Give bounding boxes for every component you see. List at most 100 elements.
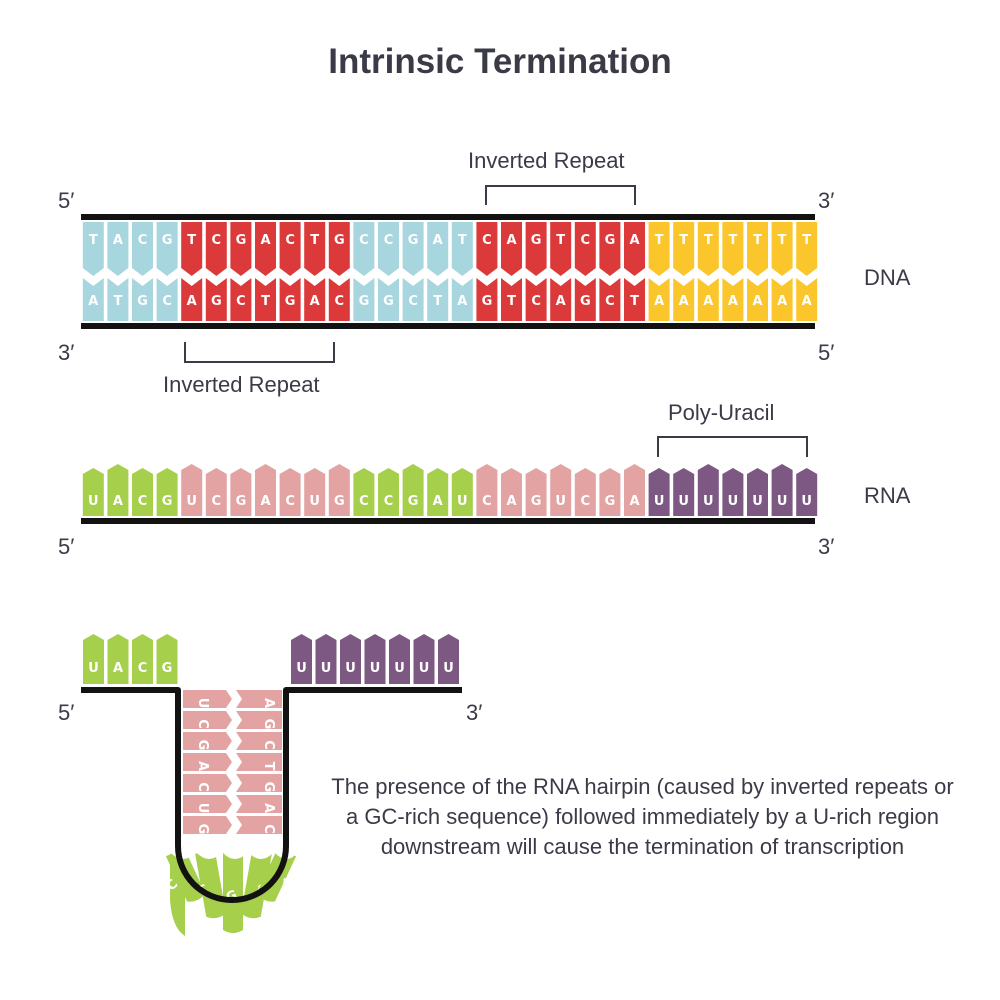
- stem-left-base-letter: U: [195, 698, 210, 709]
- dna-top-base: [230, 222, 252, 276]
- loop-base: [223, 852, 243, 933]
- rna-base: [427, 468, 449, 516]
- dna-bottom-base: [451, 278, 473, 321]
- hairpin-right-end: 3′: [466, 700, 483, 725]
- dna-bottom-base: [574, 278, 596, 321]
- dna-bottom-base: [599, 278, 621, 321]
- dna-bottom-base-letter: G: [211, 294, 222, 309]
- hairpin-right-base: [389, 634, 410, 684]
- dna-bottom-base-letter: G: [137, 294, 148, 309]
- dna-top-base-letter: T: [728, 233, 737, 248]
- rna-base: [230, 468, 252, 516]
- dna-bottom-base: [673, 278, 695, 321]
- rna-base: [304, 468, 326, 516]
- stem-left-base: [183, 690, 232, 708]
- dna-bottom-base-letter: G: [580, 294, 591, 309]
- brackets: [184, 185, 808, 457]
- rna-base: [574, 468, 596, 516]
- stem-right-base-letter: C: [261, 740, 276, 750]
- stem-right-base-letter: G: [261, 782, 276, 793]
- dna-bottom-right-end: 5′: [818, 340, 835, 365]
- rna-base: [328, 464, 350, 516]
- inverted-repeat-top-bracket: [485, 185, 636, 205]
- dna-top-base-letter: G: [408, 233, 419, 248]
- rna-base: [451, 468, 473, 516]
- dna-bottom-base: [476, 278, 498, 321]
- dna-top-base: [156, 222, 178, 276]
- stem-left-base: [183, 711, 232, 729]
- rna-label: RNA: [864, 483, 911, 508]
- rna-base-letter: A: [433, 494, 443, 509]
- rna-base-letter: U: [654, 494, 665, 509]
- dna-top-base-letter: A: [260, 233, 270, 248]
- rna-base-letter: G: [236, 494, 247, 509]
- hairpin-right-base: [438, 634, 459, 684]
- dna-top-base-letter: G: [236, 233, 247, 248]
- dna-bottom-base: [525, 278, 547, 321]
- dna-bottom-base-letter: A: [679, 294, 689, 309]
- inverted-repeat-top-label: Inverted Repeat: [468, 148, 625, 173]
- dna-top-base: [451, 222, 473, 276]
- stem-right-base-letter: C: [261, 824, 276, 834]
- dna-top-base-letter: T: [458, 233, 467, 248]
- dna-bottom-base-letter: G: [359, 294, 370, 309]
- dna-top-base-letter: C: [581, 233, 591, 248]
- dna-bottom-base: [82, 278, 104, 321]
- rna-base: [550, 464, 572, 516]
- rna-base-letter: C: [482, 494, 492, 509]
- dna-bottom-base: [107, 278, 129, 321]
- dna-top-base-letter: A: [506, 233, 516, 248]
- dna-top-base: [673, 222, 695, 276]
- dna-top-base: [353, 222, 375, 276]
- dna-top-base-letter: C: [138, 233, 148, 248]
- dna-bottom-base-letter: A: [777, 294, 787, 309]
- rna-base: [107, 464, 129, 516]
- rna-base: [132, 468, 153, 516]
- dna-top-base-letter: T: [753, 233, 762, 248]
- rna-base-letter: G: [162, 494, 173, 509]
- rna-base-letter: U: [678, 494, 689, 509]
- rna-base: [402, 464, 424, 516]
- hairpin-right-base-letter: U: [443, 661, 454, 676]
- rna-base-letter: C: [359, 494, 369, 509]
- stem-left-base-letter: A: [195, 761, 210, 771]
- stem-right-base: [236, 711, 282, 729]
- poly-uracil-bracket: [657, 436, 808, 457]
- dna-top-left-end: 5′: [58, 188, 75, 213]
- dna-bottom-base-letter: T: [630, 294, 639, 309]
- dna-top-base: [550, 222, 572, 276]
- dna-top-base: [476, 222, 498, 276]
- hairpin-right-base-letter: U: [321, 661, 332, 676]
- rna-base-letter: C: [384, 494, 394, 509]
- dna-top-base: [599, 222, 621, 276]
- dna-bottom-base-letter: A: [728, 294, 738, 309]
- dna-bottom-base: [205, 278, 227, 321]
- dna-bottom-base: [427, 278, 449, 321]
- hairpin-left-base-letter: U: [88, 661, 99, 676]
- dna-top-base: [378, 222, 399, 276]
- rna-base-letter: U: [186, 494, 197, 509]
- dna-bottom-base-letter: A: [703, 294, 713, 309]
- rna-base: [747, 468, 768, 516]
- rna-base: [771, 464, 793, 516]
- dna-bottom-base-letter: A: [556, 294, 566, 309]
- dna-top-base-letter: T: [89, 233, 98, 248]
- dna-top-base: [402, 222, 424, 276]
- dna-bottom-base: [550, 278, 572, 321]
- dna-top-base: [304, 222, 326, 276]
- rna-base-letter: A: [506, 494, 516, 509]
- dna-top-base-letter: A: [433, 233, 443, 248]
- loop-base: [241, 850, 272, 919]
- stem-left-base: [183, 774, 232, 792]
- rna-base: [599, 468, 621, 516]
- dna-bottom-base: [722, 278, 744, 321]
- rna-base-letter: G: [408, 494, 419, 509]
- stem-left-base-letter: C: [195, 782, 210, 792]
- rna-base-letter: U: [703, 494, 714, 509]
- rna-base-letter: A: [260, 494, 270, 509]
- dna-top-base-letter: T: [679, 233, 688, 248]
- hairpin-right-base-letter: U: [296, 661, 307, 676]
- rna-hairpin: UACGUUUUUUUUCGACUGAGCTGACCCGAU: [81, 634, 462, 936]
- dna-top-base: [107, 222, 129, 276]
